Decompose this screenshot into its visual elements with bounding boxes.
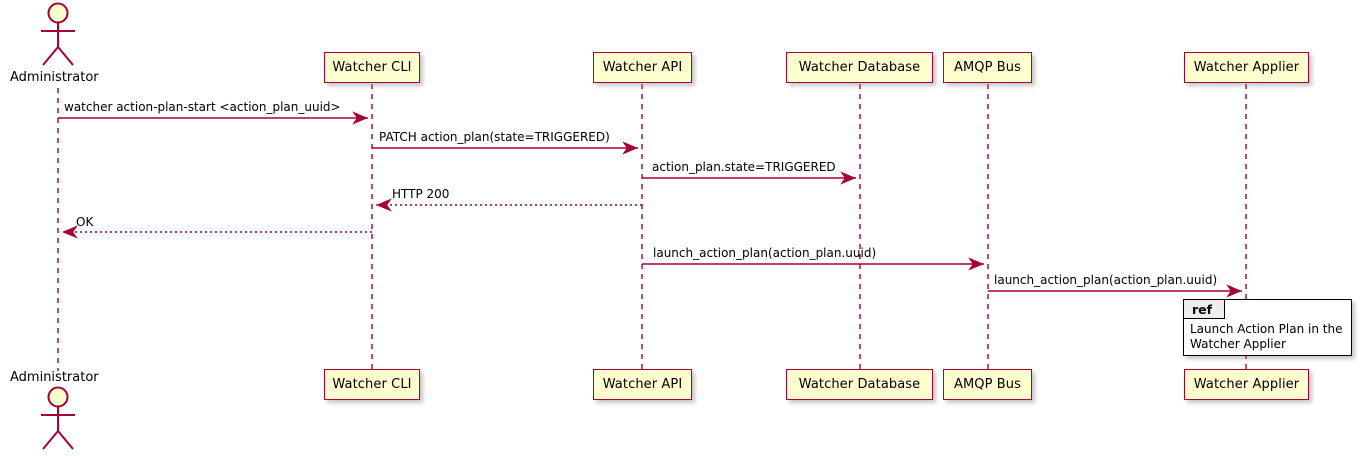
participant-box-watcher-applier-bottom[interactable]: Watcher Applier bbox=[1184, 369, 1309, 400]
participant-box-watcher-cli-bottom[interactable]: Watcher CLI bbox=[324, 369, 420, 400]
ref-text-line-1: Launch Action Plan in the bbox=[1190, 322, 1343, 336]
message-arrows: Watcher CLI (dotted, leftwards) --> Admi… bbox=[58, 111, 1242, 298]
participant-box-watcher-database-bottom[interactable]: Watcher Database bbox=[786, 369, 933, 400]
participant-box-watcher-api-top[interactable]: Watcher API bbox=[593, 52, 692, 83]
participant-label-watcher-database: Watcher Database bbox=[798, 60, 921, 75]
message-label-2: PATCH action_plan(state=TRIGGERED) bbox=[379, 130, 610, 144]
lifelines bbox=[57, 84, 1247, 371]
message-label-7: launch_action_plan(action_plan.uuid) bbox=[994, 273, 1218, 287]
message-label-3: action_plan.state=TRIGGERED bbox=[652, 160, 836, 174]
participant-box-watcher-database-top[interactable]: Watcher Database bbox=[786, 52, 933, 83]
actor-administrator-top bbox=[41, 2, 75, 66]
message-label-1: watcher action-plan-start <action_plan_u… bbox=[64, 100, 341, 114]
participant-label-watcher-applier-bottom: Watcher Applier bbox=[1193, 377, 1300, 392]
participant-box-watcher-api-bottom[interactable]: Watcher API bbox=[593, 369, 692, 400]
actor-administrator-bottom bbox=[41, 386, 75, 450]
ref-body: Launch Action Plan in the Watcher Applie… bbox=[1190, 322, 1345, 351]
actor-label-administrator-bottom: Administrator bbox=[10, 370, 99, 385]
participant-label-watcher-cli: Watcher CLI bbox=[332, 60, 412, 75]
participant-box-watcher-applier-top[interactable]: Watcher Applier bbox=[1184, 52, 1309, 83]
participant-label-amqp-bus-bottom: AMQP Bus bbox=[953, 377, 1022, 392]
participant-label-watcher-applier: Watcher Applier bbox=[1193, 60, 1300, 75]
ref-keyword-label: ref bbox=[1192, 301, 1213, 317]
participant-label-watcher-api-bottom: Watcher API bbox=[602, 377, 683, 392]
participant-label-watcher-database-bottom: Watcher Database bbox=[798, 377, 921, 392]
participant-box-watcher-cli-top[interactable]: Watcher CLI bbox=[324, 52, 420, 83]
participant-label-amqp-bus: AMQP Bus bbox=[953, 60, 1022, 75]
participant-label-watcher-cli-bottom: Watcher CLI bbox=[332, 377, 412, 392]
ref-tab-clip: ref bbox=[1184, 300, 1254, 321]
message-label-5: OK bbox=[76, 215, 94, 229]
ref-text-line-2: Watcher Applier bbox=[1190, 336, 1286, 351]
participant-label-watcher-api: Watcher API bbox=[602, 60, 683, 75]
participant-box-amqp-bus-bottom[interactable]: AMQP Bus bbox=[943, 369, 1032, 400]
ref-keyword-tab: ref bbox=[1184, 300, 1226, 319]
actor-label-administrator-top: Administrator bbox=[10, 70, 99, 85]
ref-fragment[interactable]: ref Launch Action Plan in the Watcher Ap… bbox=[1183, 299, 1352, 356]
message-label-4: HTTP 200 bbox=[392, 187, 450, 201]
message-label-6: launch_action_plan(action_plan.uuid) bbox=[653, 246, 877, 260]
participant-box-amqp-bus-top[interactable]: AMQP Bus bbox=[943, 52, 1032, 83]
